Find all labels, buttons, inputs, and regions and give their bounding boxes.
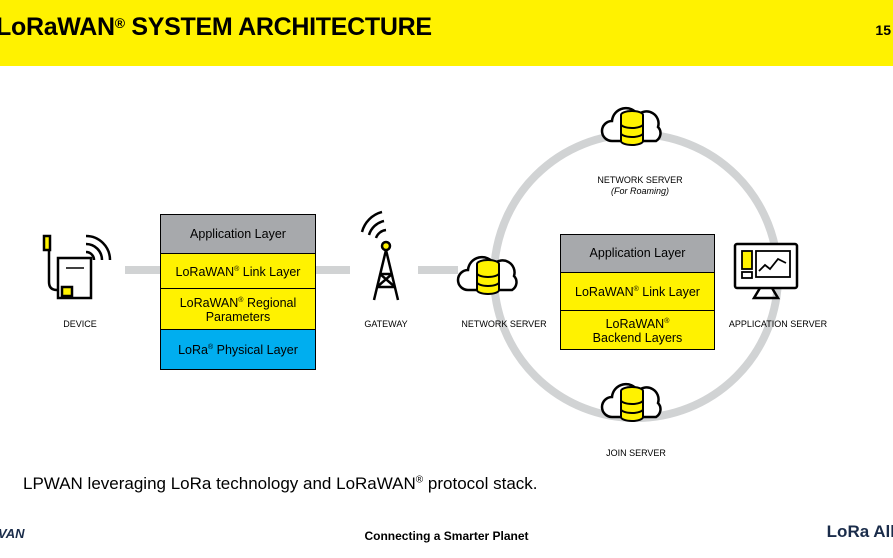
server-link-layer: LoRaWAN® Link Layer	[560, 272, 715, 311]
network-server-label: NETWORK SERVER	[461, 319, 547, 329]
slide-title: LoRaWAN® SYSTEM ARCHITECTURE	[0, 13, 432, 41]
device-link-layer: LoRaWAN® Link Layer	[160, 253, 316, 289]
header-bar: LoRaWAN® SYSTEM ARCHITECTURE 15	[0, 0, 893, 66]
device-application-layer: Application Layer	[160, 214, 316, 254]
slide-caption: LPWAN leveraging LoRa technology and LoR…	[23, 474, 538, 493]
join-server-label: JOIN SERVER	[606, 448, 666, 458]
page-number: 15	[875, 22, 891, 38]
device-physical-layer: LoRa® Physical Layer	[160, 329, 316, 370]
network-server-roaming-icon	[600, 106, 662, 147]
architecture-diagram	[42, 106, 799, 423]
device-icon	[42, 234, 112, 300]
device-label: DEVICE	[63, 319, 97, 329]
network-server-roaming-label: NETWORK SERVER (For Roaming)	[597, 175, 683, 196]
footer-tagline: Connecting a Smarter Planet	[364, 529, 529, 543]
roaming-note: (For Roaming)	[610, 186, 670, 196]
device-protocol-stack: Application Layer LoRaWAN® Link Layer Lo…	[160, 214, 316, 370]
gateway-tower-icon	[360, 210, 400, 301]
join-server-icon	[600, 382, 662, 423]
server-backend-layers: LoRaWAN®Backend Layers	[560, 310, 715, 350]
lorawan-logo: VAN	[0, 526, 25, 541]
network-server-icon	[456, 255, 518, 296]
application-server-monitor-icon	[733, 242, 799, 300]
lora-alliance-logo: LoRa All	[826, 522, 893, 541]
server-protocol-stack: Application Layer LoRaWAN® Link Layer Lo…	[560, 234, 715, 350]
gateway-label: GATEWAY	[364, 319, 408, 329]
server-application-layer: Application Layer	[560, 234, 715, 273]
application-server-label: APPLICATION SERVER	[728, 319, 828, 329]
